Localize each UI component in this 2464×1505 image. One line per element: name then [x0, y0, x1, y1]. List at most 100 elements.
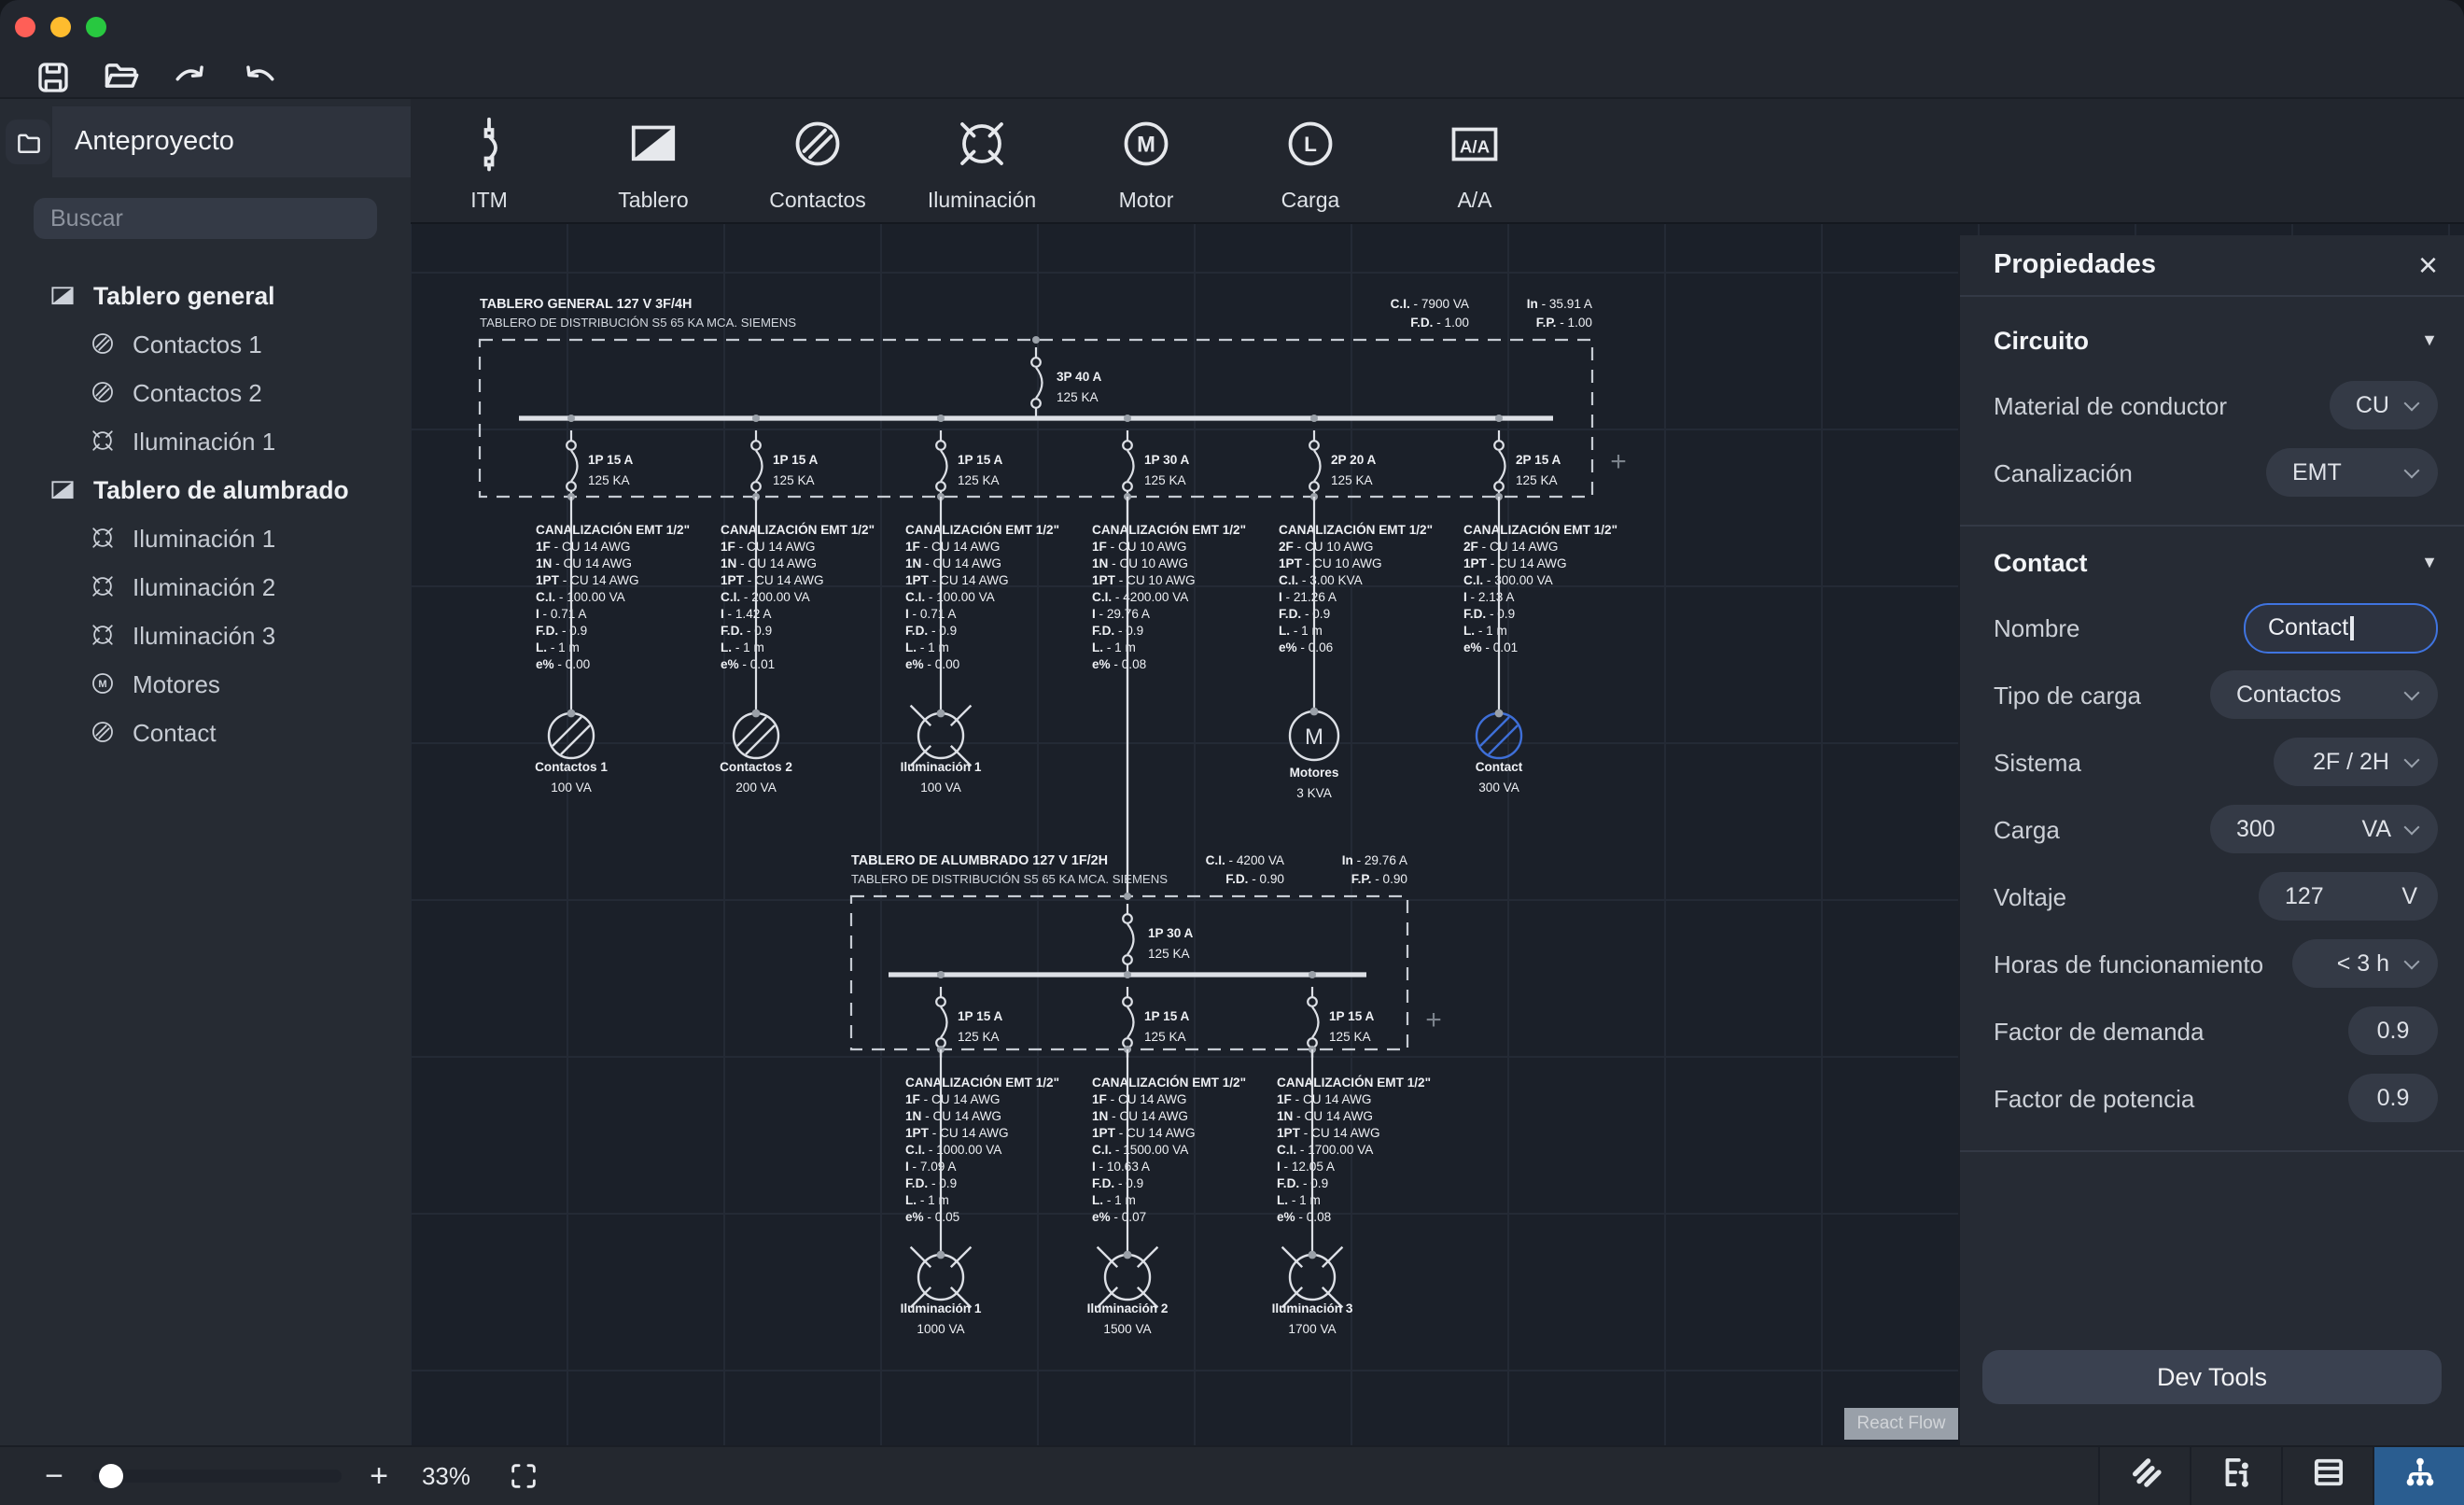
row-horas-funcionamiento: Horas de funcionamiento < 3 h	[1994, 930, 2438, 997]
palette-item-iluminacion[interactable]: Iluminación	[915, 99, 1049, 224]
sidebar-item-iluminaci-n-2[interactable]: Iluminación 2	[0, 562, 411, 611]
tipo-carga-dropdown[interactable]: Contactos	[2210, 670, 2438, 719]
load-node[interactable]	[1475, 709, 1523, 760]
material-conductor-dropdown[interactable]: CU	[2330, 381, 2438, 429]
sidebar-item-tablero-general[interactable]: Tablero general	[0, 271, 411, 319]
undo-icon[interactable]	[237, 54, 282, 99]
load-node[interactable]	[1281, 1245, 1344, 1309]
svg-text:F.P. - 0.90: F.P. - 0.90	[1351, 872, 1408, 886]
sidebar-item-contact[interactable]: Contact	[0, 708, 411, 756]
factor-potencia-field[interactable]: 0.9	[2348, 1074, 2438, 1122]
tool-conductors-button[interactable]	[2098, 1447, 2190, 1505]
svg-text:Iluminación 1: Iluminación 1	[901, 760, 982, 774]
svg-text:F.D. - 1.00: F.D. - 1.00	[1410, 316, 1469, 330]
sistema-dropdown[interactable]: 2F / 2H	[2274, 738, 2438, 786]
carga-value-dropdown[interactable]: 300 VA	[2210, 805, 2438, 853]
project-folder-icon[interactable]	[6, 120, 50, 164]
sidebar-item-tablero-de-alumbrado[interactable]: Tablero de alumbrado	[0, 465, 411, 513]
redo-icon[interactable]	[168, 54, 213, 99]
section-circuito[interactable]: Circuito▼	[1994, 326, 2438, 354]
svg-text:1F - CU 14 AWG: 1F - CU 14 AWG	[536, 540, 630, 554]
svg-text:e% - 0.06: e% - 0.06	[1279, 640, 1333, 654]
chevron-down-icon	[2403, 751, 2420, 767]
svg-text:C.I. - 7900 VA: C.I. - 7900 VA	[1391, 297, 1470, 311]
tool-circuits-schedule-button[interactable]	[2190, 1447, 2281, 1505]
svg-text:1P 15 A: 1P 15 A	[958, 453, 1003, 467]
svg-text:1PT - CU 10 AWG: 1PT - CU 10 AWG	[1092, 573, 1196, 587]
svg-text:1F - CU 10 AWG: 1F - CU 10 AWG	[1092, 540, 1186, 554]
zoom-out-button[interactable]: −	[45, 1458, 63, 1494]
open-project-icon[interactable]	[99, 54, 144, 99]
svg-text:125 KA: 125 KA	[958, 1030, 1001, 1044]
sidebar-item-contactos-1[interactable]: Contactos 1	[0, 319, 411, 368]
palette-item-tablero[interactable]: Tablero	[586, 99, 721, 224]
load-node[interactable]	[1096, 1245, 1159, 1309]
maximize-window-button[interactable]	[86, 17, 106, 37]
close-icon[interactable]: ×	[2417, 246, 2438, 284]
canalizacion-dropdown[interactable]: EMT	[2266, 448, 2438, 497]
add-circuit-button[interactable]: +	[1610, 446, 1627, 477]
svg-text:C.I. - 1500.00 VA: C.I. - 1500.00 VA	[1092, 1143, 1189, 1157]
svg-text:L. - 1 m: L. - 1 m	[905, 1193, 949, 1207]
load-node[interactable]: M	[1288, 707, 1340, 762]
panel-tablero-de-alumbrado[interactable]: TABLERO DE ALUMBRADO 127 V 1F/2HTABLERO …	[849, 497, 1442, 1336]
horas-dropdown[interactable]: < 3 h	[2292, 939, 2438, 988]
svg-text:I - 0.71 A: I - 0.71 A	[536, 607, 587, 621]
section-contact[interactable]: Contact▼	[1994, 548, 2438, 576]
svg-text:CANALIZACIÓN EMT 1/2": CANALIZACIÓN EMT 1/2"	[905, 523, 1059, 537]
svg-text:I - 1.42 A: I - 1.42 A	[721, 607, 772, 621]
palette-item-itm[interactable]: ITM	[422, 99, 556, 224]
close-window-button[interactable]	[15, 17, 35, 37]
zoom-slider-knob[interactable]	[99, 1464, 123, 1488]
svg-text:200 VA: 200 VA	[735, 781, 777, 795]
svg-text:1N - CU 14 AWG: 1N - CU 14 AWG	[905, 556, 1001, 570]
svg-text:1000 VA: 1000 VA	[917, 1322, 965, 1336]
add-circuit-button[interactable]: +	[1425, 1005, 1442, 1035]
collapse-triangle-icon: ▼	[2421, 553, 2438, 571]
sidebar-item-iluminaci-n-3[interactable]: Iluminación 3	[0, 611, 411, 659]
chevron-down-icon	[2403, 818, 2420, 835]
zoom-in-button[interactable]: +	[370, 1458, 388, 1494]
row-canalizacion: Canalización EMT	[1994, 439, 2438, 506]
load-node[interactable]	[909, 1245, 973, 1309]
svg-text:1PT - CU 14 AWG: 1PT - CU 14 AWG	[721, 573, 824, 587]
svg-text:L. - 1 m: L. - 1 m	[905, 640, 949, 654]
fit-view-icon[interactable]	[500, 1454, 545, 1498]
load-node[interactable]	[909, 704, 973, 767]
zoom-slider[interactable]	[91, 1464, 342, 1488]
sidebar-item-iluminaci-n-1[interactable]: Iluminación 1	[0, 416, 411, 465]
dev-tools-button[interactable]: Dev Tools	[1982, 1350, 2442, 1404]
load-node[interactable]	[547, 709, 595, 760]
attribution-badge[interactable]: React Flow	[1844, 1408, 1958, 1440]
iluminacion-icon	[90, 428, 116, 454]
svg-text:1P 15 A: 1P 15 A	[588, 453, 634, 467]
palette-item-contactos[interactable]: Contactos	[750, 99, 885, 224]
tool-table-button[interactable]	[2281, 1447, 2373, 1505]
motor-icon: M	[90, 670, 116, 696]
minimize-window-button[interactable]	[50, 17, 71, 37]
search-input[interactable]	[34, 198, 377, 239]
save-icon[interactable]	[30, 54, 75, 99]
factor-demanda-field[interactable]: 0.9	[2348, 1006, 2438, 1055]
sidebar-item-iluminaci-n-1[interactable]: Iluminación 1	[0, 513, 411, 562]
svg-text:CANALIZACIÓN EMT 1/2": CANALIZACIÓN EMT 1/2"	[1092, 1076, 1246, 1090]
load-node[interactable]	[732, 709, 780, 760]
name-field[interactable]: Contact	[2244, 602, 2438, 653]
tool-single-line-diagram-button[interactable]	[2373, 1447, 2464, 1505]
sidebar-item-contactos-2[interactable]: Contactos 2	[0, 368, 411, 416]
